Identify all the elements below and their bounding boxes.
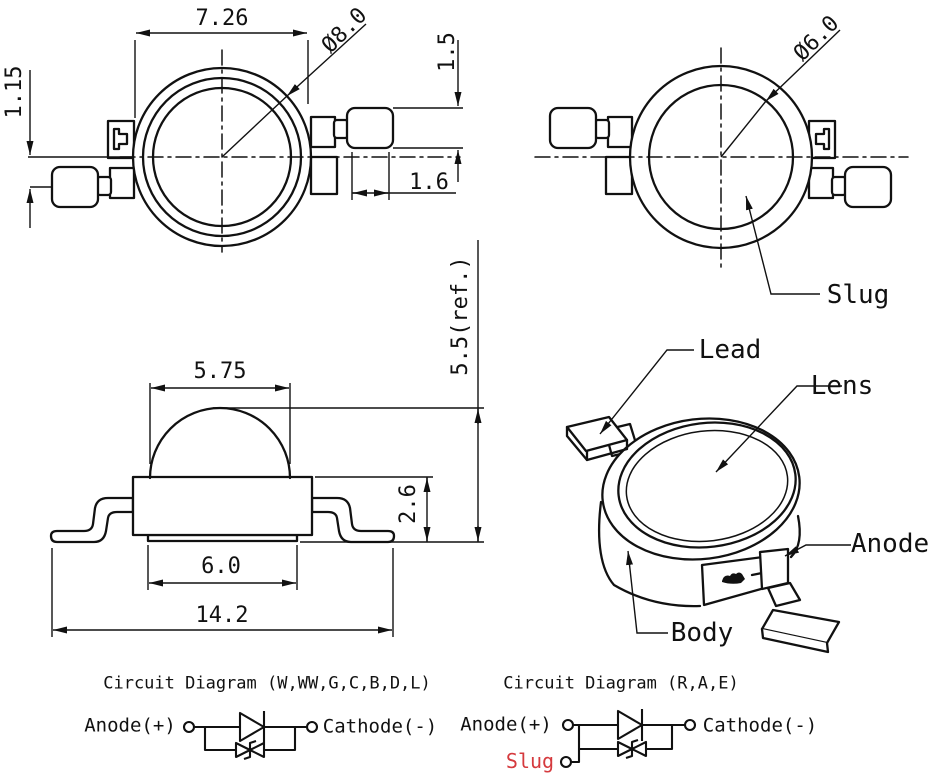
top-view-dimensions: [26, 23, 463, 228]
dim-overall-height: 5.5(ref.): [448, 256, 473, 376]
dim-lead-offset: 1.15: [2, 65, 27, 119]
dim-lens-width: 5.75: [193, 359, 247, 384]
circuit-left-drawing: [182, 711, 319, 760]
iso-view-drawing: [565, 415, 841, 654]
circuit-left-cathode: Cathode(-): [322, 715, 438, 738]
circuit-right-cathode: Cathode(-): [702, 714, 818, 737]
bottom-view-drawing: [534, 47, 909, 269]
dim-lead-length: 1.6: [409, 170, 449, 195]
circuit-right-slug: Slug: [505, 749, 555, 773]
body-callout-label: Body: [670, 618, 734, 648]
circuit-right-anode: Anode(+): [460, 713, 552, 736]
lens-callout-label: Lens: [810, 371, 874, 401]
circuit-right-title: Circuit Diagram (R,A,E): [503, 673, 739, 694]
top-view-drawing: [50, 49, 461, 253]
dim-body-width: 7.26: [195, 6, 249, 31]
dim-body-height: 2.6: [396, 484, 421, 524]
dim-lead-width: 1.5: [435, 32, 460, 72]
side-view-drawing: [49, 406, 396, 544]
slug-callout-label: Slug: [826, 280, 890, 310]
lead-callout-label: Lead: [698, 335, 762, 365]
dim-lead-span: 14.2: [195, 603, 249, 628]
anode-callout-label: Anode: [850, 529, 930, 559]
dim-base-width: 6.0: [201, 554, 241, 579]
bottom-view-annotations: [720, 29, 841, 295]
iso-view-leaders: [599, 349, 851, 634]
circuit-right-drawing: [559, 709, 697, 769]
circuit-left-anode: Anode(+): [84, 714, 176, 737]
side-view-dimensions: [51, 240, 484, 637]
circuit-left-title: Circuit Diagram (W,WW,G,C,B,D,L): [103, 673, 431, 694]
